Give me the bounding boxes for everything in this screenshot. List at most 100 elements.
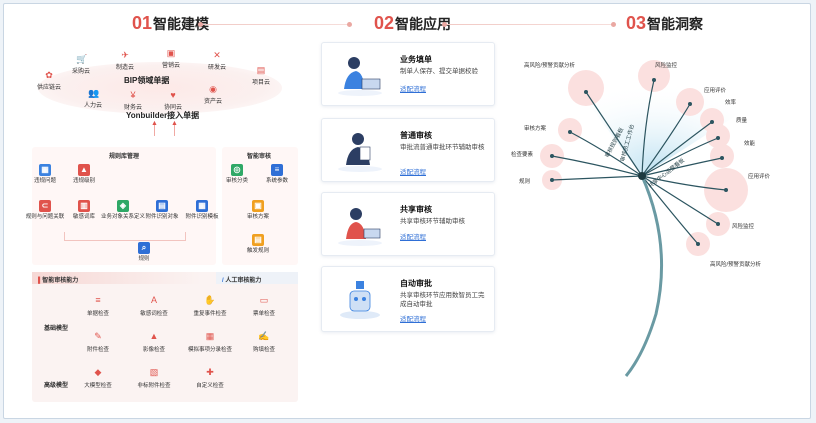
trigger-icon: ▤: [252, 234, 264, 246]
leaf-label: 检查要素: [511, 152, 534, 158]
cloud-item: ✕研发云: [207, 50, 226, 71]
check-item[interactable]: ▧非标附件检查: [137, 367, 171, 389]
card-desc: 审批流普通审批环节辅助审核: [400, 144, 485, 151]
capability-header: [32, 272, 202, 284]
rule-item[interactable]: ▦附件识别模板: [185, 200, 219, 220]
tools-icon: ✕: [213, 50, 221, 60]
leaf-label: 高风险/预警贡献分析: [524, 63, 576, 69]
divider: [198, 22, 352, 27]
rule-item[interactable]: ▤附件识别对象: [145, 200, 179, 220]
folder-icon: ▤: [256, 65, 266, 75]
adapt-flow-link[interactable]: 适配流程: [400, 234, 426, 241]
section-title-modeling: 01智能建模: [132, 13, 210, 33]
check-item[interactable]: ▲影像检查: [142, 331, 165, 353]
check-item[interactable]: ✍购填检查: [252, 331, 275, 353]
rule-search-icon: ⌕: [138, 242, 150, 254]
bip-label: BIP领域单据: [124, 76, 170, 85]
yen-icon: ¥: [130, 90, 136, 100]
cloud-item: 🛒采购云: [71, 54, 90, 75]
font-icon: A: [150, 295, 157, 305]
arrow-line: [174, 122, 175, 136]
review-item[interactable]: ≡系统参数: [265, 164, 288, 184]
connector: [64, 232, 186, 241]
basic-model-label: 基础模型: [44, 326, 69, 332]
ticket-icon: ▭: [259, 295, 269, 305]
card-desc: 制单人保存、提交单据校验: [400, 68, 478, 75]
robot-approval-icon: [340, 281, 380, 319]
check-item[interactable]: ▦模拟事项分录检查: [187, 331, 232, 353]
card-title: 业务填单: [400, 55, 432, 64]
section-title-apps: 02智能应用: [374, 13, 452, 33]
plan-icon: ▣: [252, 200, 264, 212]
cloud-item: ▣营销云: [161, 48, 180, 69]
check-item[interactable]: ◆大模型检查: [84, 367, 112, 389]
cloud-item: ▤项目云: [251, 65, 270, 86]
cloud-item: ◉资产云: [203, 84, 222, 105]
heart-icon: ♥: [170, 90, 176, 100]
custom-icon: ✚: [206, 367, 214, 377]
check-item[interactable]: ✋重复事件检查: [193, 295, 227, 317]
check-item[interactable]: ✎附件检查: [86, 331, 109, 353]
ai-capability-label: ▌智能审核能力: [38, 278, 79, 284]
rule-item[interactable]: ⊂规则与问题关联: [25, 200, 65, 220]
manual-header: [216, 272, 298, 284]
panel-title: 规则库管理: [109, 154, 140, 160]
review-item[interactable]: ▣审核方案: [246, 200, 269, 220]
card-title: 共享审核: [400, 205, 432, 214]
hand-icon: ✋: [204, 295, 216, 305]
rule-item[interactable]: ▦违规问题: [33, 164, 56, 184]
capability-panel: [32, 272, 298, 402]
advanced-model-label: 高级模型: [44, 383, 69, 389]
cloud-ellipse: [38, 62, 282, 114]
rule-item[interactable]: ▲违规级别: [72, 164, 95, 184]
ai-model-icon: ◆: [94, 367, 102, 377]
object-icon: ◈: [117, 200, 129, 212]
cloud-item: ♥协同云: [163, 90, 182, 111]
settings-icon: ≡: [271, 164, 283, 176]
manual-capability-label: / 人工审核能力: [222, 278, 262, 284]
chart-icon: ▦: [39, 164, 51, 176]
leaf-label: 高风险/预警贡献分析: [710, 262, 762, 268]
app-card: 普通审核 审批流普通审批环节辅助审核 适配流程: [321, 118, 495, 182]
leaf-label: 审核方案: [524, 126, 547, 132]
review-item[interactable]: ▤触发规则: [246, 234, 269, 254]
check-item[interactable]: ▭票单检查: [252, 295, 275, 317]
briefcase-icon: ▣: [166, 48, 176, 58]
link-icon: ⊂: [39, 200, 51, 212]
leaf-label: 风险监控: [655, 63, 678, 69]
image-icon: ▲: [149, 331, 159, 341]
supply-chain-icon: ✿: [45, 70, 53, 80]
check-item[interactable]: ≡单据检查: [86, 295, 109, 317]
app-card: 共享审核 共享审核环节辅助审核 适配流程: [321, 192, 495, 256]
asset-icon: ◉: [209, 84, 217, 94]
doc-icon: ≡: [95, 295, 101, 305]
cloud-item: ✈制造云: [115, 50, 134, 71]
card-desc: 共享审核环节应用数智员工完成自动审批: [400, 292, 485, 308]
cart-icon: 🛒: [76, 54, 88, 64]
plane-icon: ✈: [121, 50, 129, 60]
warning-icon: ▲: [78, 164, 90, 176]
adapt-flow-link[interactable]: 适配流程: [400, 86, 426, 93]
fill-icon: ✍: [258, 331, 270, 341]
review-item[interactable]: ◎审核分类: [225, 164, 248, 184]
rule-item[interactable]: ◈业务对象关系定义: [101, 200, 146, 220]
check-item[interactable]: ✚自定义检查: [196, 367, 224, 389]
cloud-item: ¥财务云: [123, 90, 142, 111]
adapt-flow-link[interactable]: 适配流程: [400, 316, 426, 323]
leaf-label: 应用评价: [748, 174, 771, 180]
person-checking-icon: [338, 133, 382, 172]
section-title-insight: 03智能洞察: [626, 13, 704, 33]
card-desc: 共享审核环节辅助审核: [400, 218, 465, 225]
leaf-label: 风险监控: [732, 224, 755, 230]
divider: [442, 22, 616, 27]
rule-item[interactable]: ⌕规则: [138, 242, 150, 262]
template-icon: ▦: [196, 200, 208, 212]
adapt-flow-link[interactable]: 适配流程: [400, 169, 426, 176]
people-icon: 👥: [88, 88, 100, 98]
arrow-up-icon: ▲: [151, 120, 158, 127]
app-card: 自动审批 共享审核环节应用数智员工完成自动审批 适配流程: [321, 266, 495, 332]
page-frame: 01智能建模 02智能应用 03智能洞察 🛒采购云 ✈制造云 ▣营销云 ✕研发云…: [3, 3, 811, 419]
rule-item[interactable]: ▥敏感词库: [72, 200, 95, 220]
insight-tree: 审核规则看板 审核员工工作台 共享中心运营看板: [540, 60, 754, 377]
